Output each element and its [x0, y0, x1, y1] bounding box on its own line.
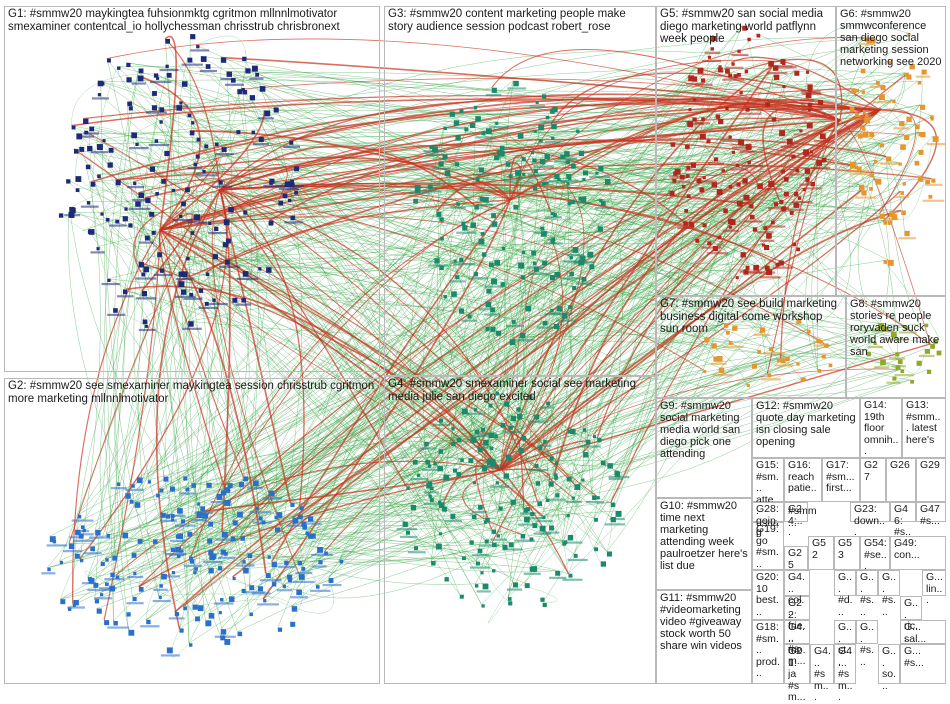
- cluster-box-g4g: G... st...: [834, 620, 856, 644]
- cluster-label: G4... col...: [788, 572, 807, 618]
- cluster-label: G4... #sm...: [814, 646, 831, 704]
- cluster-box-g29: G29: [916, 458, 946, 502]
- cluster-box-g4h: G... #s...: [856, 620, 878, 644]
- cluster-label: G7: #smmw20 see build marketing business…: [660, 298, 843, 336]
- cluster-box-g28: G28: going: [752, 502, 784, 522]
- cluster-box-g4k: G... lin...: [922, 570, 946, 596]
- cluster-box-g23: G23: down...: [850, 502, 890, 522]
- cluster-box-g4c: G4... #sm...: [810, 644, 834, 684]
- cluster-box-g10: G10: #smmw20 time next marketing attendi…: [656, 498, 752, 590]
- cluster-label: G4... mo...: [788, 622, 807, 668]
- cluster-label: G27: [864, 460, 883, 483]
- cluster-label: G18: #sm... prod...: [756, 622, 781, 680]
- cluster-box-g7: G7: #smmw20 see build marketing business…: [656, 296, 846, 398]
- cluster-box-g9: G9: #smmw20 social marketing media world…: [656, 398, 752, 498]
- cluster-label: G24:...: [788, 504, 805, 539]
- cluster-box-g4l: G... sal...: [900, 620, 946, 644]
- cluster-label: G10: #smmw20 time next marketing attendi…: [660, 500, 749, 572]
- cluster-label: G... #s...: [860, 572, 875, 618]
- cluster-box-g54: G54: #se...: [860, 536, 890, 570]
- cluster-box-g5: G5: #smmw20 san social media diego marke…: [656, 6, 836, 296]
- cluster-box-g2: G2: #smmw20 see smexaminer maykingtea se…: [4, 378, 380, 684]
- cluster-box-g53: G53: [834, 536, 860, 570]
- cluster-label: G... #s...: [904, 646, 943, 669]
- cluster-box-g17: G17: #sm... first...: [822, 458, 860, 502]
- cluster-box-g20: G20: 10 best...: [752, 570, 784, 620]
- cluster-label: G29: [920, 460, 943, 472]
- cluster-label: G12: #smmw20 quote day marketing isn clo…: [756, 400, 857, 448]
- cluster-box-g4f: G... #s...: [856, 570, 878, 596]
- cluster-box-g8: G8: #smmw20 stories re people roryvaden …: [846, 296, 946, 398]
- cluster-label: G9: #smmw20 social marketing media world…: [660, 400, 749, 460]
- cluster-box-g4a: G4... col...: [784, 570, 810, 596]
- cluster-label: G3: #smmw20 content marketing people mak…: [388, 8, 653, 33]
- cluster-box-g13: G13: #smm... latest here's: [902, 398, 946, 458]
- cluster-box-g46: G46: #s...: [890, 502, 916, 522]
- cluster-label: G... lin...: [926, 572, 943, 607]
- cluster-label: G4: #smmw20 smexaminer social see market…: [388, 378, 653, 403]
- cluster-label: G53: [838, 538, 857, 561]
- cluster-label: G17: #sm... first...: [826, 460, 857, 495]
- cluster-label: G23: down...: [854, 504, 887, 539]
- cluster-box-g14: G14: 19th floor omnih...: [860, 398, 902, 458]
- cluster-box-g49: G49: con...: [890, 536, 946, 570]
- cluster-box-g16: G16: reach patie... #smm...: [784, 458, 822, 502]
- cluster-label: G49: con...: [894, 538, 943, 561]
- cluster-label: G13: #smm... latest here's: [906, 400, 943, 446]
- cluster-box-g26: G26: [886, 458, 916, 502]
- cluster-box-g18: G18: #sm... prod...: [752, 620, 784, 684]
- cluster-label: G8: #smmw20 stories re people roryvaden …: [850, 298, 943, 358]
- cluster-label: G2: #smmw20 see smexaminer maykingtea se…: [8, 380, 377, 405]
- cluster-box-g27: G27: [860, 458, 886, 502]
- cluster-box-g24: G24:...: [784, 502, 808, 522]
- cluster-box-g1: G1: #smmw20 maykingtea fuhsionmktg cgrit…: [4, 6, 380, 372]
- cluster-label: G... sal...: [904, 622, 943, 645]
- cluster-box-g3: G3: #smmw20 content marketing people mak…: [384, 6, 656, 376]
- cluster-label: G5: #smmw20 san social media diego marke…: [660, 8, 833, 46]
- cluster-box-g25: G25: [784, 546, 808, 570]
- cluster-box-g6: G6: #smmw20 smmwconference san diego soc…: [836, 6, 946, 296]
- cluster-label: G20: 10 best...: [756, 572, 781, 618]
- cluster-label: G28: going: [756, 504, 781, 539]
- cluster-label: G... #d...: [838, 572, 853, 618]
- cluster-box-g4m: G... so...: [878, 644, 900, 684]
- cluster-box-g4: G4: #smmw20 smexaminer social see market…: [384, 376, 656, 684]
- cluster-box-g4n: G... #s...: [900, 644, 946, 684]
- cluster-box-g4j: G... ric...: [900, 596, 922, 620]
- cluster-label: G11: #smmw20 #videomarketing video #give…: [660, 592, 749, 652]
- cluster-box-g12: G12: #smmw20 quote day marketing isn clo…: [752, 398, 860, 458]
- cluster-box-g4b: G4... mo...: [784, 620, 810, 644]
- cluster-label: G... st...: [838, 622, 853, 668]
- cluster-label: G54: #se...: [864, 538, 887, 573]
- cluster-box-g4e: G... #d...: [834, 570, 856, 596]
- cluster-label: G26: [890, 460, 913, 472]
- cluster-label: G... so...: [882, 646, 897, 692]
- cluster-label: G25: [788, 548, 805, 571]
- cluster-box-g4i: G... #s...: [878, 570, 900, 596]
- cluster-label: G... #s...: [860, 622, 875, 668]
- cluster-box-g52: G52: [808, 536, 834, 570]
- cluster-label: G52: [812, 538, 831, 561]
- cluster-label: G14: 19th floor omnih...: [864, 400, 899, 458]
- cluster-box-g47: G47 #s...: [916, 502, 946, 522]
- cluster-label: G... #s...: [882, 572, 897, 618]
- cluster-label: G1: #smmw20 maykingtea fuhsionmktg cgrit…: [8, 8, 377, 33]
- cluster-box-g15: G15: #sm... atte... usual: [752, 458, 784, 502]
- cluster-label: G6: #smmw20 smmwconference san diego soc…: [840, 8, 943, 68]
- cluster-label: G47 #s...: [920, 504, 943, 527]
- cluster-box-g11: G11: #smmw20 #videomarketing video #give…: [656, 590, 752, 684]
